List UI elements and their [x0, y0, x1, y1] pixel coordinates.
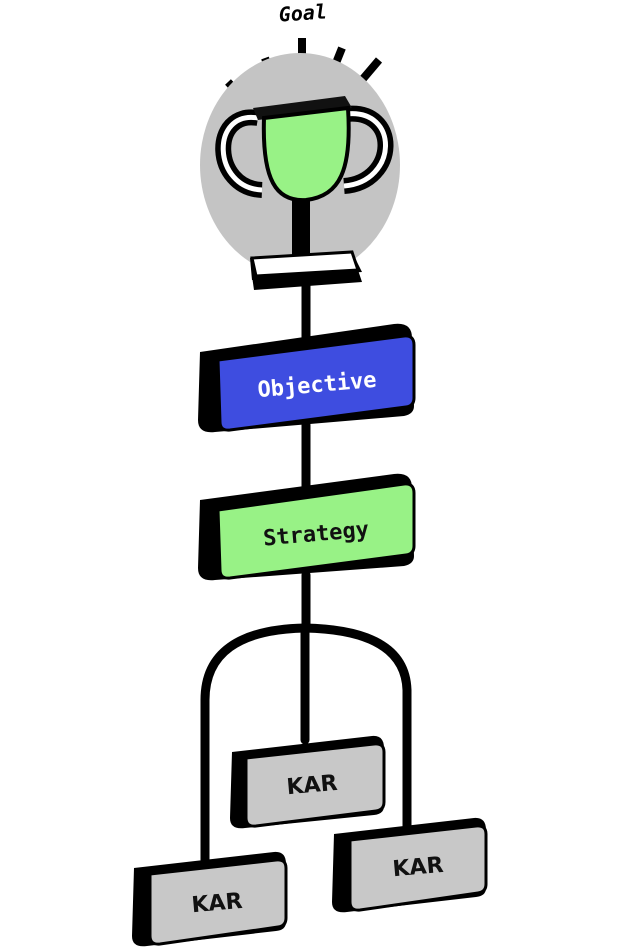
kar-box — [148, 858, 288, 946]
strategy-box — [216, 482, 416, 580]
kar-label: KAR — [191, 889, 244, 918]
trophy-stem — [292, 196, 310, 264]
connectors — [200, 275, 412, 865]
objective-node: Objective — [198, 323, 416, 433]
goal-label: Goal — [278, 0, 328, 27]
trophy-icon — [200, 38, 400, 290]
kar-box — [348, 824, 488, 912]
objective-box — [216, 334, 416, 432]
kar-label: KAR — [286, 771, 339, 800]
goal-node: Goal — [200, 0, 400, 290]
strategy-node: Strategy — [198, 473, 416, 581]
kar-node-center: KAR — [230, 735, 386, 829]
kar-node-right: KAR — [332, 817, 488, 913]
kar-box — [244, 742, 386, 828]
kar-node-left: KAR — [132, 851, 288, 947]
kar-label: KAR — [392, 853, 445, 882]
trophy-cup — [261, 105, 351, 203]
